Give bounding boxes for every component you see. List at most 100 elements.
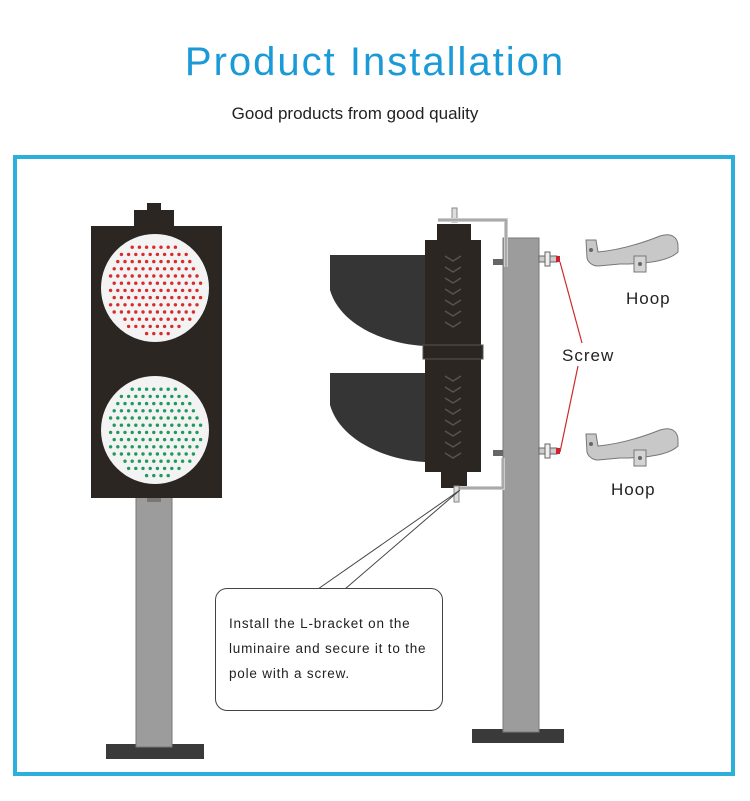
led-dot (137, 416, 142, 420)
led-dot (159, 259, 163, 264)
led-dot (126, 423, 131, 427)
led-dot (137, 245, 142, 249)
led-dot (116, 445, 120, 449)
led-dot (173, 259, 178, 264)
led-dot (134, 423, 138, 427)
led-dot (162, 295, 167, 300)
bottom-bracket-clip (493, 450, 503, 456)
led-dot (159, 274, 163, 278)
led-dot (188, 430, 192, 435)
led-dot (152, 473, 156, 478)
led-dot (112, 310, 116, 314)
led-dot (195, 288, 199, 293)
led-dot (177, 281, 181, 285)
led-dot (198, 423, 203, 427)
led-dot (144, 430, 149, 435)
led-dot (177, 252, 181, 257)
led-dot (166, 459, 170, 463)
led-dot (155, 310, 160, 314)
vent-chevron (444, 441, 462, 448)
led-dot (126, 324, 131, 329)
led-dot (108, 430, 113, 435)
led-dot (126, 394, 131, 399)
led-dot (184, 295, 188, 300)
led-dot (188, 317, 192, 321)
led-dot (126, 267, 131, 271)
led-dot (137, 303, 142, 307)
vent-chevron (444, 430, 462, 437)
led-dot (123, 274, 127, 278)
bottom-l-bracket-edge (455, 458, 504, 489)
vent-chevron (444, 288, 462, 295)
led-dot (159, 416, 163, 420)
led-dot (155, 409, 160, 413)
screw-icon (538, 443, 560, 459)
led-dot (148, 295, 152, 300)
led-dot (173, 401, 178, 406)
red-lamp (101, 234, 209, 342)
led-dot (159, 331, 163, 336)
led-dot (137, 259, 142, 264)
led-dot (130, 245, 134, 249)
led-dot (112, 281, 116, 285)
led-dot (141, 252, 145, 257)
led-dot (184, 281, 188, 285)
led-dot (119, 423, 124, 427)
led-dot (148, 394, 152, 399)
led-dot (166, 288, 170, 293)
led-dot (141, 394, 145, 399)
led-dot (159, 445, 163, 449)
led-dot (180, 317, 185, 321)
led-dot (195, 303, 199, 307)
led-dot (119, 267, 124, 271)
led-dot (166, 331, 170, 336)
led-dot (177, 437, 181, 442)
led-dot (177, 267, 181, 271)
led-dot (130, 416, 134, 420)
led-dot (152, 416, 156, 420)
led-dot (170, 267, 174, 271)
led-dot (144, 274, 149, 278)
vent-chevron (444, 299, 462, 306)
led-dot (148, 409, 152, 413)
led-dot (126, 409, 131, 413)
led-dot (173, 288, 178, 293)
led-dot (166, 245, 170, 249)
vent-chevron (444, 321, 462, 328)
led-dot (170, 281, 174, 285)
led-dot (155, 295, 160, 300)
led-dot (123, 430, 127, 435)
led-dot (137, 387, 142, 391)
led-dot (195, 445, 199, 449)
led-dot (126, 452, 131, 456)
led-dot (108, 416, 113, 420)
led-dot (123, 317, 127, 321)
led-dot (134, 437, 138, 442)
led-dot (134, 324, 138, 329)
led-dot (134, 394, 138, 399)
led-dot (137, 317, 142, 321)
led-dot (155, 423, 160, 427)
led-dot (173, 245, 178, 249)
led-dot (180, 259, 185, 264)
led-dot (137, 288, 142, 293)
led-dot (180, 401, 185, 406)
led-dot (137, 445, 142, 449)
led-dot (191, 452, 196, 456)
led-dot (162, 324, 167, 329)
led-dot (177, 409, 181, 413)
green-led-dots (108, 387, 203, 478)
red-led-dots (108, 245, 203, 336)
led-dot (137, 430, 142, 435)
vent-chevron (444, 408, 462, 415)
led-dot (116, 430, 120, 435)
led-dot (173, 317, 178, 321)
led-dot (191, 437, 196, 442)
led-dot (155, 466, 160, 471)
led-dot (166, 387, 170, 391)
led-dot (141, 281, 145, 285)
led-dot (162, 281, 167, 285)
side-pole-base (472, 729, 564, 743)
hoop-label-bottom: Hoop (611, 480, 656, 499)
led-dot (155, 252, 160, 257)
